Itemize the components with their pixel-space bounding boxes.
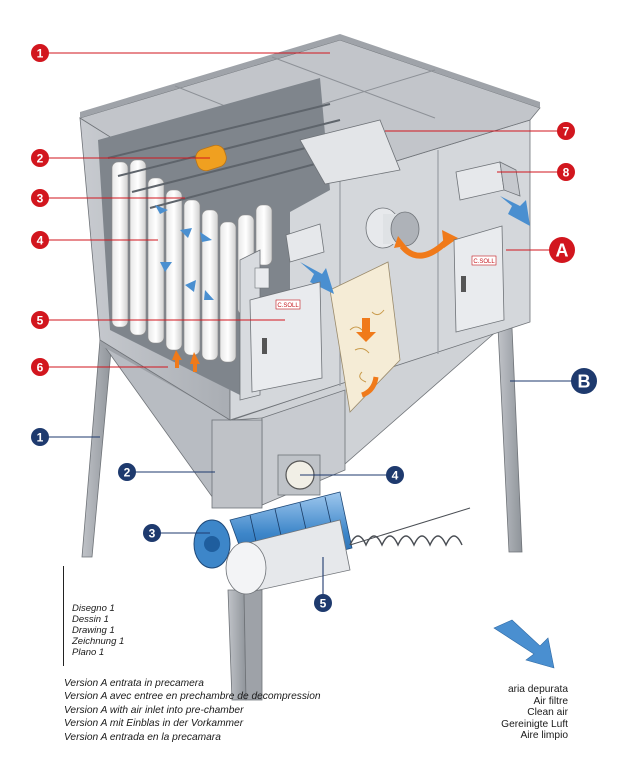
drawing-caption: Disegno 1 Dessin 1 Drawing 1 Zeichnung 1… xyxy=(72,603,124,658)
air-legend-line: Air filtre xyxy=(533,695,568,707)
version-description: Version A entrata in precamera Version A… xyxy=(64,677,321,744)
callout-4-bottom: 4 xyxy=(392,469,399,483)
drawing-caption-line: Plano 1 xyxy=(72,647,105,658)
cleaning-valve xyxy=(254,267,270,289)
leader-lines-navy xyxy=(40,380,573,603)
callout-B: B xyxy=(578,372,591,392)
callout-4-top: 4 xyxy=(37,234,44,248)
callout-2-top: 2 xyxy=(37,152,44,166)
air-outlet-right xyxy=(455,161,530,226)
access-doors: C.SOLL C.SOLL xyxy=(249,225,505,393)
air-legend-line: Clean air xyxy=(527,707,568,719)
callout-7: 7 xyxy=(563,125,570,139)
drawing-caption-line: Zeichnung 1 xyxy=(72,636,125,647)
caption-divider xyxy=(63,566,64,666)
callout-A: A xyxy=(556,241,569,261)
callout-3-bottom: 3 xyxy=(149,527,156,541)
pre-chamber-cutaway xyxy=(329,261,401,413)
air-inlet xyxy=(365,207,458,259)
version-line: Version A entrada en la precamara xyxy=(64,731,221,743)
callout-1-top: 1 xyxy=(37,47,44,61)
support-legs xyxy=(81,327,523,701)
clean-air-legend-arrow xyxy=(493,619,555,669)
air-tank xyxy=(195,144,227,172)
drawing-caption-line: Drawing 1 xyxy=(72,625,115,636)
version-line: Version A avec entree en prechambre de d… xyxy=(64,691,321,703)
version-line: Version A entrata in precamera xyxy=(64,678,204,689)
callout-8: 8 xyxy=(563,166,570,180)
inlet-up-arrows xyxy=(172,350,200,372)
drawing-caption-line: Disegno 1 xyxy=(72,603,115,614)
callout-5-bottom: 5 xyxy=(320,597,327,611)
callouts: 1 2 3 4 5 6 7 8 A B 1 2 3 4 5 xyxy=(31,44,597,612)
callout-5-top: 5 xyxy=(37,314,44,328)
clean-air-plenum xyxy=(299,119,401,185)
clean-air-legend: aria depurata Air filtre Clean air Gerei… xyxy=(501,684,568,742)
drawing-caption-line: Dessin 1 xyxy=(72,614,109,625)
version-line: Version A mit Einblas in der Vorkammer xyxy=(64,718,244,730)
callout-1-bottom: 1 xyxy=(37,431,44,445)
air-legend-line: Gereinigte Luft xyxy=(501,718,568,730)
air-legend-line: Aire limpio xyxy=(520,730,568,742)
callout-3-top: 3 xyxy=(37,192,44,206)
air-outlet-left xyxy=(285,223,334,294)
air-legend-line: aria depurata xyxy=(507,684,568,695)
brand-badge-right: C.SOLL xyxy=(473,259,495,265)
leader-lines xyxy=(40,52,566,368)
brand-badge-left: C.SOLL xyxy=(277,303,299,309)
airflow-arrows xyxy=(155,205,214,300)
callout-6: 6 xyxy=(37,361,44,375)
version-line: Version A with air inlet into pre-chambe… xyxy=(64,704,244,716)
callout-2-bottom: 2 xyxy=(124,466,131,480)
